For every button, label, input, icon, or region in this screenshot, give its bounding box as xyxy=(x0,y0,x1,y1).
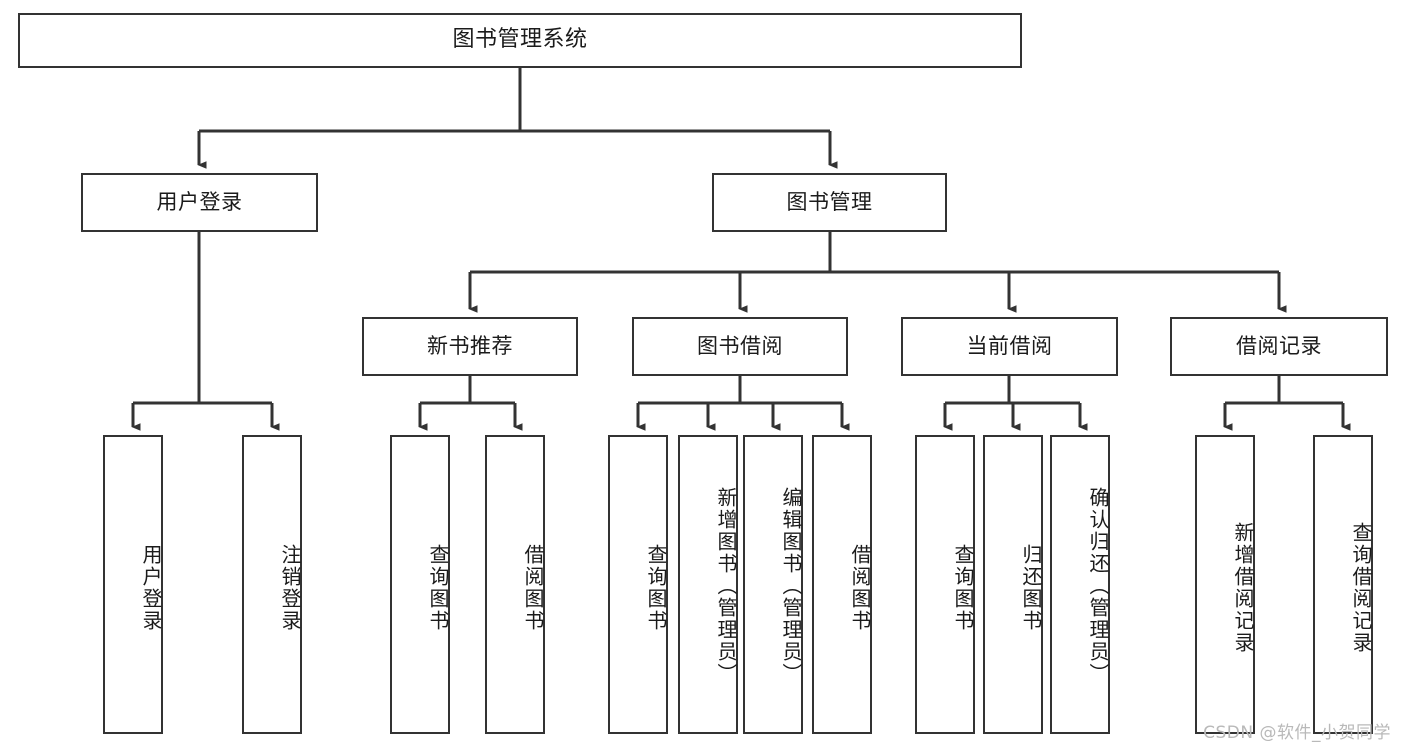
leaf-return-book[interactable]: 归还图书 xyxy=(983,435,1043,734)
node-current-borrow[interactable]: 当前借阅 xyxy=(901,317,1118,376)
node-label: 图书借阅 xyxy=(697,333,783,358)
leaf-query-book-recommend[interactable]: 查询图书 xyxy=(390,435,450,734)
leaf-logout-login[interactable]: 注销登录 xyxy=(242,435,302,734)
node-label: 图书管理系统 xyxy=(452,27,588,53)
leaf-borrow-book[interactable]: 借阅图书 xyxy=(812,435,872,734)
leaf-confirm-return[interactable]: 确认归还（管理员） xyxy=(1050,435,1110,734)
node-label: 查询借阅记录 xyxy=(1349,521,1373,654)
node-label: 用户登录 xyxy=(139,543,163,632)
node-label: 借阅记录 xyxy=(1236,333,1322,358)
leaf-edit-book[interactable]: 编辑图书（管理员） xyxy=(743,435,803,734)
node-label: 图书管理 xyxy=(786,189,873,214)
node-root-system[interactable]: 图书管理系统 xyxy=(18,13,1022,68)
leaf-query-book-borrow[interactable]: 查询图书 xyxy=(608,435,668,734)
node-label: 新增借阅记录 xyxy=(1231,521,1255,654)
node-user-login[interactable]: 用户登录 xyxy=(81,173,318,232)
node-borrow-records[interactable]: 借阅记录 xyxy=(1170,317,1388,376)
leaf-borrow-book-recommend[interactable]: 借阅图书 xyxy=(485,435,545,734)
node-book-borrow[interactable]: 图书借阅 xyxy=(632,317,848,376)
node-book-manage[interactable]: 图书管理 xyxy=(712,173,947,232)
node-label: 查询图书 xyxy=(426,543,450,632)
leaf-user-login[interactable]: 用户登录 xyxy=(103,435,163,734)
leaf-add-book[interactable]: 新增图书（管理员） xyxy=(678,435,738,734)
watermark: CSDN @软件_小贺同学 xyxy=(1203,723,1391,743)
node-new-book-recommend[interactable]: 新书推荐 xyxy=(362,317,578,376)
node-label: 新书推荐 xyxy=(427,333,513,358)
node-label: 当前借阅 xyxy=(966,333,1053,358)
node-label: 确认归还（管理员） xyxy=(1086,487,1110,685)
node-label: 借阅图书 xyxy=(521,543,545,632)
node-label: 注销登录 xyxy=(278,543,302,632)
node-label: 编辑图书（管理员） xyxy=(779,487,803,685)
leaf-query-book-current[interactable]: 查询图书 xyxy=(915,435,975,734)
node-label: 借阅图书 xyxy=(848,543,872,632)
node-label: 用户登录 xyxy=(156,189,243,214)
leaf-add-borrow-record[interactable]: 新增借阅记录 xyxy=(1195,435,1255,734)
leaf-query-borrow-record[interactable]: 查询借阅记录 xyxy=(1313,435,1373,734)
node-label: 查询图书 xyxy=(951,543,975,632)
node-label: 归还图书 xyxy=(1019,543,1043,632)
node-label: 查询图书 xyxy=(644,543,668,632)
node-label: 新增图书（管理员） xyxy=(714,487,738,685)
